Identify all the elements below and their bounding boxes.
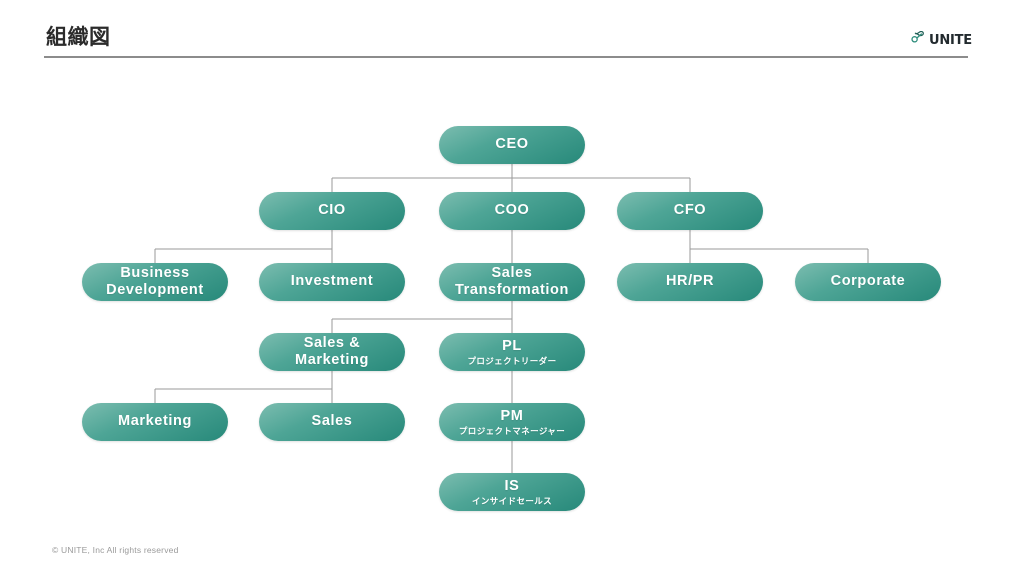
header-divider xyxy=(44,56,968,58)
org-node-bizdev[interactable]: Business Development xyxy=(82,263,228,301)
page-title: 組織図 xyxy=(46,26,111,49)
org-node-title: CEO xyxy=(495,136,529,153)
org-node-title: CIO xyxy=(318,202,346,219)
org-node-subtitle: インサイドセールス xyxy=(471,495,553,506)
org-node-title: HR/PR xyxy=(665,273,715,290)
org-chart-connectors xyxy=(154,164,869,473)
org-node-title: Corporate xyxy=(830,273,906,290)
org-node-title: Marketing xyxy=(118,413,192,430)
org-node-corp[interactable]: Corporate xyxy=(795,263,941,301)
org-chart: CEO CIO COO CFO Business Development Investme… xyxy=(0,62,1024,532)
org-node-title: PM xyxy=(500,407,524,424)
org-chart-nodes: CEO CIO COO CFO Business Development Investme… xyxy=(0,62,1024,532)
org-node-title: IS xyxy=(504,477,520,494)
org-node-title: COO xyxy=(494,202,530,219)
org-node-title: CFO xyxy=(673,202,707,219)
org-node-title: Sales Transformation xyxy=(455,264,569,298)
org-node-title: PL xyxy=(502,337,522,354)
org-node-ceo[interactable]: CEO xyxy=(439,126,585,164)
org-node-salesmkt[interactable]: Sales & Marketing xyxy=(259,333,405,371)
org-node-invest[interactable]: Investment xyxy=(259,263,405,301)
org-node-title: Sales & Marketing xyxy=(295,334,369,368)
org-node-coo[interactable]: COO xyxy=(439,192,585,230)
brand-wordmark: UNITE xyxy=(928,32,972,48)
org-node-hrpr[interactable]: HR/PR xyxy=(617,263,763,301)
org-node-salestx[interactable]: Sales Transformation xyxy=(439,263,585,301)
unite-infinity-mark-icon xyxy=(911,30,926,49)
brand-logo: UNITE xyxy=(911,30,972,49)
org-node-title: Business Development xyxy=(106,264,204,298)
org-node-subtitle: プロジェクトリーダー xyxy=(467,355,557,366)
org-node-cio[interactable]: CIO xyxy=(259,192,405,230)
page-header: 組織図 UNITE xyxy=(0,0,1024,62)
org-node-marketing[interactable]: Marketing xyxy=(82,403,228,441)
org-node-sales[interactable]: Sales xyxy=(259,403,405,441)
org-node-subtitle: プロジェクトマネージャー xyxy=(458,425,566,436)
footer-copyright: © UNITE, Inc All rights reserved xyxy=(52,545,179,555)
org-node-title: Investment xyxy=(290,273,374,290)
org-node-cfo[interactable]: CFO xyxy=(617,192,763,230)
org-node-title: Sales xyxy=(311,413,353,430)
